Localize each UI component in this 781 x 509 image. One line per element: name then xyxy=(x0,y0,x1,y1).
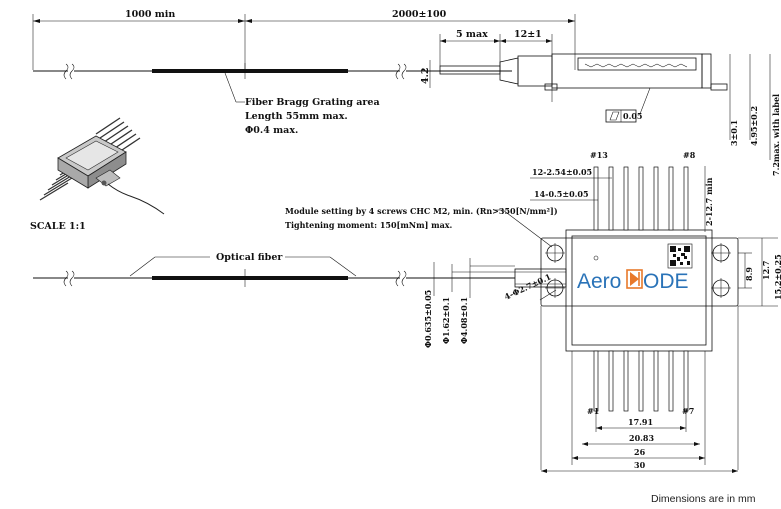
module-side-view: 5 max 12±1 4.2 0.05 3±0.1 4.95±0.2 7.2ma… xyxy=(420,29,781,176)
dim-pin-length-label: 2-12.7 min xyxy=(704,177,714,226)
pin-7-label: #7 xyxy=(682,406,694,416)
dim-pitch-label: 12-2.54±0.05 xyxy=(532,167,592,177)
dim-4.2-label: 4.2 xyxy=(420,67,431,84)
dim-20.83-label: 20.83 xyxy=(629,433,654,443)
optical-fiber-label: Optical fiber xyxy=(216,252,283,263)
dim-8.9-label: 8.9 xyxy=(744,267,754,281)
module-top-view: Module setting by 4 screws CHC M2, min. … xyxy=(285,150,781,473)
dim-4.95-label: 4.95±0.2 xyxy=(749,106,759,146)
units-note: Dimensions are in mm xyxy=(651,493,756,505)
dim-15.2-label: 15.2±0.25 xyxy=(773,254,781,300)
bottom-pins xyxy=(593,350,689,412)
brand-logo-text-b: ODE xyxy=(643,270,689,293)
fbg-label-line2: Length 55mm max. xyxy=(245,111,348,122)
dim-pin-width-label: 14-0.5±0.05 xyxy=(534,189,589,199)
dim-17.91-label: 17.91 xyxy=(628,417,653,427)
pin-1-label: #1 xyxy=(587,406,599,416)
pin-8-label: #8 xyxy=(683,150,696,160)
brand-logo-diode-icon xyxy=(626,269,643,289)
dim-5max-label: 5 max xyxy=(456,29,488,40)
fbg-label-line3: Φ0.4 max. xyxy=(245,125,298,136)
dim-sleeve-dia-label: Φ1.62±0.1 xyxy=(441,297,451,344)
dim-26-label: 26 xyxy=(634,447,646,457)
bottom-fiber-view: Optical fiber xyxy=(33,252,515,287)
module-3d-illustration: SCALE 1:1 xyxy=(30,117,165,232)
dim-fiber-dia-label: Φ0.635±0.05 xyxy=(423,290,433,348)
dim-12.7-label: 12.7 xyxy=(761,261,771,280)
dim-12-label: 12±1 xyxy=(514,29,542,40)
dim-2000-label: 2000±100 xyxy=(392,9,447,20)
brand-logo-text-a: Aero xyxy=(577,270,621,293)
flatness-value: 0.05 xyxy=(623,111,642,121)
dim-30-label: 30 xyxy=(634,460,646,470)
dim-7.2-label: 7.2max. with label xyxy=(771,94,781,176)
module-note-line2: Tightening moment: 150[mNm] max. xyxy=(285,220,453,230)
top-fiber-view: 1000 min 2000±100 Fiber Bragg Grating ar… xyxy=(32,9,576,136)
pin-13-label: #13 xyxy=(590,150,608,160)
module-note-line1: Module setting by 4 screws CHC M2, min. … xyxy=(285,206,558,216)
scale-label: SCALE 1:1 xyxy=(30,221,86,232)
dim-boot-dia-label: Φ4.08±0.1 xyxy=(459,297,469,344)
fbg-label-line1: Fiber Bragg Grating area xyxy=(245,97,380,108)
dim-1000-label: 1000 min xyxy=(125,9,175,20)
dim-3-label: 3±0.1 xyxy=(729,120,739,146)
top-pins xyxy=(593,166,689,231)
